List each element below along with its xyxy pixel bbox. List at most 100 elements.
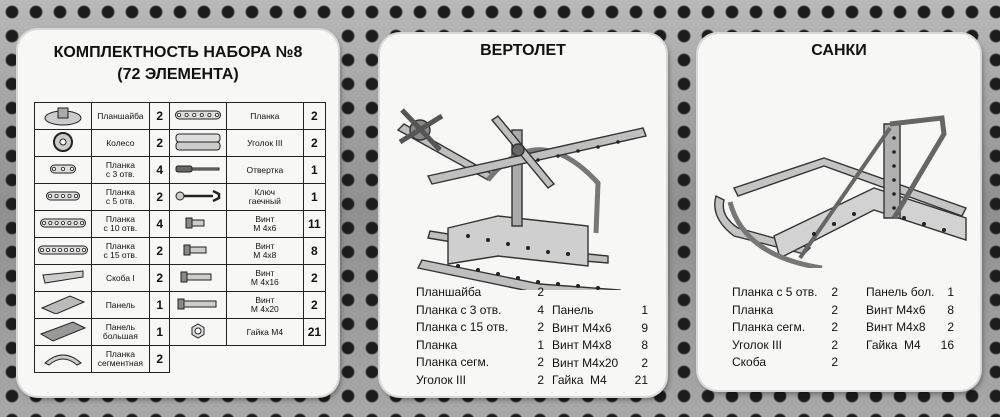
screw-xlong-icon xyxy=(177,298,219,312)
part-image xyxy=(34,102,92,130)
part-qty: 2 xyxy=(302,291,327,319)
parts-list-item: Гайка М4 16 xyxy=(866,337,954,355)
part-name: Винт М4х6 xyxy=(866,302,926,317)
bracket-icon xyxy=(41,269,85,287)
sled-back-post xyxy=(883,123,901,219)
helicopter-main-rotor-blade xyxy=(426,127,647,185)
part-name: Планка с 10 отв. xyxy=(90,210,151,238)
part-qty: 2 xyxy=(537,320,544,334)
part-name: Панель xyxy=(552,303,594,317)
helicopter-mast xyxy=(511,129,523,227)
part-name: Уголок III xyxy=(416,372,467,387)
part-qty: 8 xyxy=(947,302,954,317)
parts-list-item: Планка с 15 отв. 2 xyxy=(416,319,544,337)
part-name: Планка с 3 отв. xyxy=(416,302,502,317)
sled-model-drawing xyxy=(714,115,967,268)
part-name: Винт М 4х20 xyxy=(225,291,304,319)
part-name: Планка xyxy=(416,337,458,352)
strip-10-holes-icon xyxy=(39,218,86,230)
panel-icon xyxy=(40,294,86,316)
part-name: Уголок III xyxy=(225,129,304,157)
part-name: Планка с 15 отв. xyxy=(416,320,509,334)
part-qty: 2 xyxy=(947,320,954,334)
part-qty: 1 xyxy=(537,337,544,352)
part-qty: 2 xyxy=(149,264,171,292)
part-qty: 2 xyxy=(641,355,648,370)
part-qty: 1 xyxy=(149,318,171,346)
hub-plate-icon xyxy=(43,104,83,128)
screw-short-icon xyxy=(185,217,211,231)
kit-title: КОМПЛЕКТНОСТЬ НАБОРА №8 xyxy=(53,44,303,61)
part-name: Винт М 4х6 xyxy=(225,210,304,238)
screwdriver-icon xyxy=(175,164,221,176)
part-qty: 1 xyxy=(302,183,327,211)
part-image xyxy=(34,183,92,211)
part-name: Планка с 5 отв. xyxy=(90,183,151,211)
part-qty: 2 xyxy=(537,355,544,369)
part-name: Ключ гаечный xyxy=(225,183,304,211)
part-name: Планка с 3 отв. xyxy=(90,156,151,184)
part-name: Гайка М4 xyxy=(866,337,921,352)
helicopter-skid-front xyxy=(416,259,621,290)
strip-3-holes-icon xyxy=(49,164,76,176)
part-name: Планка сегментная xyxy=(90,345,151,373)
sled-back-handle xyxy=(889,115,947,220)
part-image xyxy=(169,156,227,184)
part-image xyxy=(169,129,227,157)
part-qty: 2 xyxy=(149,183,171,211)
part-name: Панель бол. xyxy=(866,285,935,299)
part-name: Панель большая xyxy=(90,318,151,346)
part-name: Планка сегм. xyxy=(416,355,490,369)
part-qty: 11 xyxy=(302,210,327,238)
part-qty: 1 xyxy=(302,156,327,184)
part-qty: 2 xyxy=(302,264,327,292)
part-image xyxy=(34,129,92,157)
part-image xyxy=(169,102,227,130)
strip-5-holes-icon xyxy=(45,191,80,203)
part-qty: 2 xyxy=(302,129,327,157)
large-panel-icon xyxy=(39,320,87,344)
part-qty: 2 xyxy=(831,337,838,352)
part-qty: 21 xyxy=(302,318,327,346)
part-name: Скоба xyxy=(732,355,766,369)
part-qty: 16 xyxy=(940,337,954,352)
part-image xyxy=(34,210,92,238)
part-image xyxy=(169,183,227,211)
part-name: Винт М 4х16 xyxy=(225,264,304,292)
part-qty: 2 xyxy=(149,102,171,130)
part-name: Планка xyxy=(225,102,304,130)
part-name: Планшайба xyxy=(416,285,482,299)
helicopter-base-panel xyxy=(447,215,589,267)
nut-icon xyxy=(190,323,206,341)
part-qty: 2 xyxy=(149,129,171,157)
part-image xyxy=(34,237,92,265)
parts-list-item: Планка с 5 отв.2 xyxy=(732,284,838,302)
part-qty: 2 xyxy=(149,237,171,265)
wheel-icon xyxy=(52,131,74,155)
part-name: Винт М4х8 xyxy=(866,320,926,334)
kit-subtitle: (72 ЭЛЕМЕНТА) xyxy=(117,66,239,83)
kit-contents-card: КОМПЛЕКТНОСТЬ НАБОРА №8 (72 ЭЛЕМЕНТА) Пл… xyxy=(18,30,338,396)
part-name: Винт М4х20 xyxy=(552,355,619,370)
segment-strip-icon xyxy=(41,349,85,369)
part-qty: 2 xyxy=(537,372,544,387)
screw-long-icon xyxy=(180,271,216,285)
sled-curved-runner xyxy=(727,201,823,268)
angle-bracket-icon xyxy=(175,133,221,153)
strip-icon xyxy=(175,110,222,122)
part-image xyxy=(34,318,92,346)
parts-list-item: Планка с 3 отв.4 xyxy=(416,302,544,320)
